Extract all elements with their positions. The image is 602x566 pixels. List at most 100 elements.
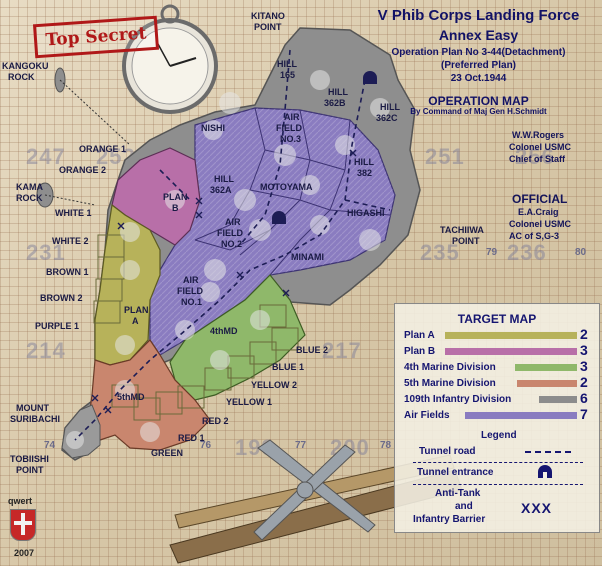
operation-heading: OPERATION MAP (428, 94, 529, 108)
beach-orange-1: ORANGE 1 (79, 144, 127, 154)
target-row-bar (445, 332, 577, 339)
target-row-bar (515, 364, 577, 371)
chief-name: W.W.Rogers (512, 130, 565, 140)
nishi-label: NISHI (201, 123, 226, 133)
target-row-count: 2 (580, 326, 588, 342)
hill-362c-label: 362C (376, 113, 398, 123)
beach-red-2: RED 2 (202, 416, 229, 426)
beach-white-1: WHITE 1 (55, 208, 92, 218)
beach-blue-2: BLUE 2 (296, 345, 329, 355)
target-row-bar (465, 412, 577, 419)
target-row-label: 4th Marine Division (404, 362, 496, 373)
grid-digit: 78 (380, 440, 392, 451)
grid-number: 251 (425, 144, 465, 169)
grid-number: 217 (322, 338, 362, 363)
kitano-label: KITANO (251, 11, 285, 21)
suribachi-label: MOUNT (16, 403, 49, 413)
title-line5: 23 Oct.1944 (450, 73, 507, 84)
beach-yellow-1: YELLOW 1 (226, 397, 273, 407)
signature-year: 2007 (14, 548, 35, 558)
airfield-3-label: AIR (284, 112, 300, 122)
target-row-count: 2 (580, 374, 588, 390)
beach-brown-2: BROWN 2 (40, 293, 83, 303)
grid-number: 247 (26, 144, 66, 169)
beach-yellow-2: YELLOW 2 (251, 380, 298, 390)
title-line1: V Phib Corps Landing Force (377, 7, 580, 24)
pocket-watch (122, 4, 218, 114)
grid-digit: 76 (200, 440, 212, 451)
tunnel-roads (74, 49, 391, 441)
plan-b-label: B (172, 203, 179, 213)
hill-362b-label: 362B (324, 98, 346, 108)
barrier-marks (91, 149, 357, 414)
chief-rank: Colonel USMC (509, 142, 571, 152)
motoyama-label: MOTOYAMA (260, 182, 313, 192)
suribachi-region (61, 404, 101, 459)
target-circles (66, 70, 390, 449)
title-line3: Operation Plan No 3-44(Detachment) (391, 47, 566, 58)
kangoku-label: KANGOKU (2, 61, 49, 71)
barrier-mark-icon: XXX (521, 500, 553, 516)
title-line4: (Preferred Plan) (440, 60, 517, 71)
grid-digit: 74 (44, 440, 56, 451)
airfield-3-label: NO.3 (280, 134, 302, 144)
tobiishi-label: TOBIISHI (10, 454, 49, 464)
grid-digit: 80 (575, 247, 587, 258)
grid-number: 236 (507, 240, 547, 265)
plan-b-label: PLAN (163, 192, 188, 202)
fourth-md-label: 4thMD (210, 326, 238, 336)
target-row-bar (445, 348, 577, 355)
beach-purple-1: PURPLE 1 (35, 321, 80, 331)
beach-brown-1: BROWN 1 (46, 267, 89, 277)
grid-digit: 79 (486, 247, 498, 258)
target-row-count: 7 (580, 406, 588, 422)
official-heading: OFFICIAL (512, 192, 568, 206)
tunnel-entrance-icon (272, 71, 377, 224)
legend-divider (413, 484, 583, 485)
airfield-1-label: NO.1 (181, 297, 203, 307)
official-title: AC of S,G-3 (509, 231, 560, 241)
airfield-3-label: FIELD (276, 123, 302, 133)
target-map-panel: TARGET MAP Plan A 2 Plan B 3 4th Marine … (394, 303, 600, 533)
fifth-md-label: 5thMD (117, 392, 145, 402)
hill-382-label: HILL (354, 157, 374, 167)
target-map-title: TARGET MAP (457, 312, 537, 326)
target-row-label: Air Fields (404, 410, 450, 421)
hill-165-label: 165 (280, 70, 296, 80)
tachiiwa-label: TACHIIWA (440, 225, 484, 235)
higashi-label: HIGASHI (347, 208, 385, 218)
airfield-2-label: FIELD (217, 228, 243, 238)
beach-red-1: RED 1 (178, 433, 205, 443)
tunnel-road-sample (525, 451, 571, 453)
target-row-count: 6 (580, 390, 588, 406)
minami-label: MINAMI (291, 252, 324, 262)
beach-orange-2: ORANGE 2 (59, 165, 107, 175)
plan-a-region (94, 203, 161, 366)
hill-165-label: HILL (277, 59, 297, 69)
target-row-count: 3 (580, 358, 588, 374)
kama-label: KAMA (16, 182, 43, 192)
target-row-label: 109th Infantry Division (404, 394, 512, 405)
kangoku-label: ROCK (8, 72, 35, 82)
signature-name: qwert (8, 496, 33, 506)
legend-anti-tank: Infantry Barrier (413, 514, 486, 525)
grid-digit: 77 (295, 440, 307, 451)
grid-number: 214 (26, 338, 66, 363)
target-row-label: Plan A (404, 330, 435, 341)
legend-anti-tank: Anti-Tank (435, 488, 481, 499)
tunnel-entrance-icon (538, 465, 552, 478)
legend-tunnel-road: Tunnel road (419, 446, 476, 457)
legend-divider (413, 462, 583, 463)
grid-number: 256 (515, 144, 555, 169)
hill-362b-label: HILL (328, 87, 348, 97)
legend-tunnel-entrance: Tunnel entrance (417, 467, 494, 478)
kitano-label: POINT (254, 22, 282, 32)
coat-of-arms-icon (10, 509, 36, 541)
drafting-compass-icon (253, 439, 376, 541)
target-row-label: Plan B (404, 346, 436, 357)
airfield-2-label: NO.2 (221, 239, 243, 249)
kama-label: ROCK (16, 193, 43, 203)
target-row-label: 5th Marine Division (404, 378, 496, 389)
tachiiwa-label: POINT (452, 236, 480, 246)
